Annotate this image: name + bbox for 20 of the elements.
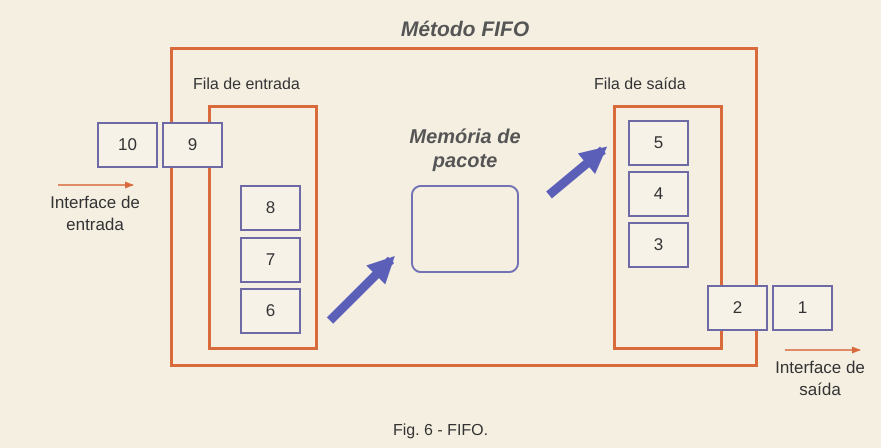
caption: Fig. 6 - FIFO. [392,422,490,440]
heading: Fila de entrada [193,76,300,94]
system-frame [170,47,758,367]
heading: Fila de saída [594,76,686,94]
packet-box: 2 [707,285,768,331]
packet-box: 1 [772,285,833,331]
heading: Memória de pacote [408,125,522,173]
packet-box: 9 [162,122,223,168]
packet-box: 7 [240,237,301,283]
arrow [546,146,608,198]
packet-box: 4 [628,171,689,217]
title: Método FIFO [400,18,530,42]
packet-box: 3 [628,222,689,268]
interface-label: Interface de saída [774,357,866,402]
packet-box: 6 [240,288,301,334]
arrow [326,256,395,324]
packet-box: 10 [97,122,158,168]
packet-box: 5 [628,120,689,166]
interface-label: Interface de entrada [49,192,141,236]
packet-box: 8 [240,185,301,231]
